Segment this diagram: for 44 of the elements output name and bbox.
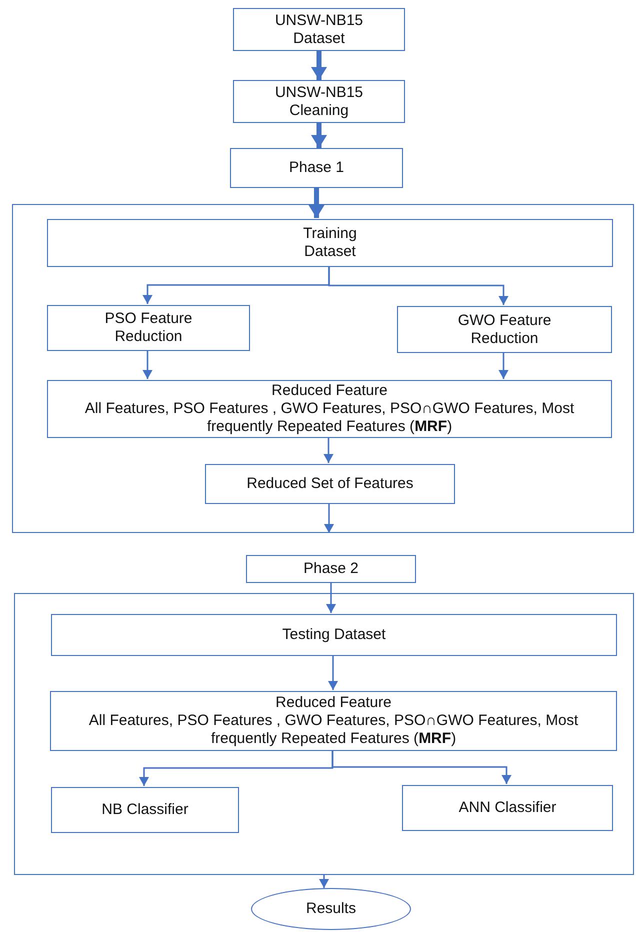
process-box <box>230 148 403 188</box>
process-box <box>205 464 455 504</box>
process-box <box>233 8 405 51</box>
process-box <box>402 785 613 831</box>
process-box <box>47 380 612 438</box>
box-text: GWO Feature Reduction <box>456 312 552 348</box>
arrow <box>498 352 508 379</box>
arrow <box>328 655 338 690</box>
terminal-ellipse <box>251 888 411 930</box>
phase-container <box>12 204 634 533</box>
box-text: UNSW-NB15 Cleaning <box>274 84 364 120</box>
box-text: UNSW-NB15 Dataset <box>274 12 364 48</box>
arrow <box>311 51 327 80</box>
process-box <box>397 306 612 353</box>
arrow <box>142 350 152 379</box>
arrow <box>311 123 327 148</box>
box-text: Phase 2 <box>302 560 360 578</box>
box-text: Training Dataset <box>302 225 358 261</box>
arrow <box>324 437 334 463</box>
arrow <box>308 188 324 218</box>
arrow <box>319 875 329 888</box>
process-box <box>47 219 613 267</box>
process-box <box>233 80 405 123</box>
box-text: Reduced Set of Features <box>246 475 414 493</box>
box-text: ANN Classifier <box>458 799 558 817</box>
process-box <box>47 305 250 351</box>
box-text: Testing Dataset <box>281 626 387 644</box>
arrow <box>332 750 512 784</box>
box-text: All Features, PSO Features , GWO Features, PSO∩GWO Features, Most frequently Repeated Features (MRF) <box>84 400 576 436</box>
phase-container <box>14 593 634 875</box>
arrow <box>326 583 336 613</box>
box-text: NB Classifier <box>100 801 190 819</box>
process-box <box>246 555 416 583</box>
process-box <box>51 787 239 833</box>
process-box <box>51 614 617 656</box>
box-text: Reduced Feature <box>270 382 388 400</box>
box-text: Phase 1 <box>288 159 346 177</box>
box-text: All Features, PSO Features , GWO Features, PSO∩GWO Features, Most frequently Repeated Features (MRF) <box>88 712 580 748</box>
box-text: Results <box>304 900 358 918</box>
box-text: PSO Feature Reduction <box>104 310 194 346</box>
arrow <box>324 503 334 533</box>
box-text: Reduced Feature <box>274 694 392 712</box>
process-box <box>50 691 617 751</box>
arrow <box>328 266 508 305</box>
